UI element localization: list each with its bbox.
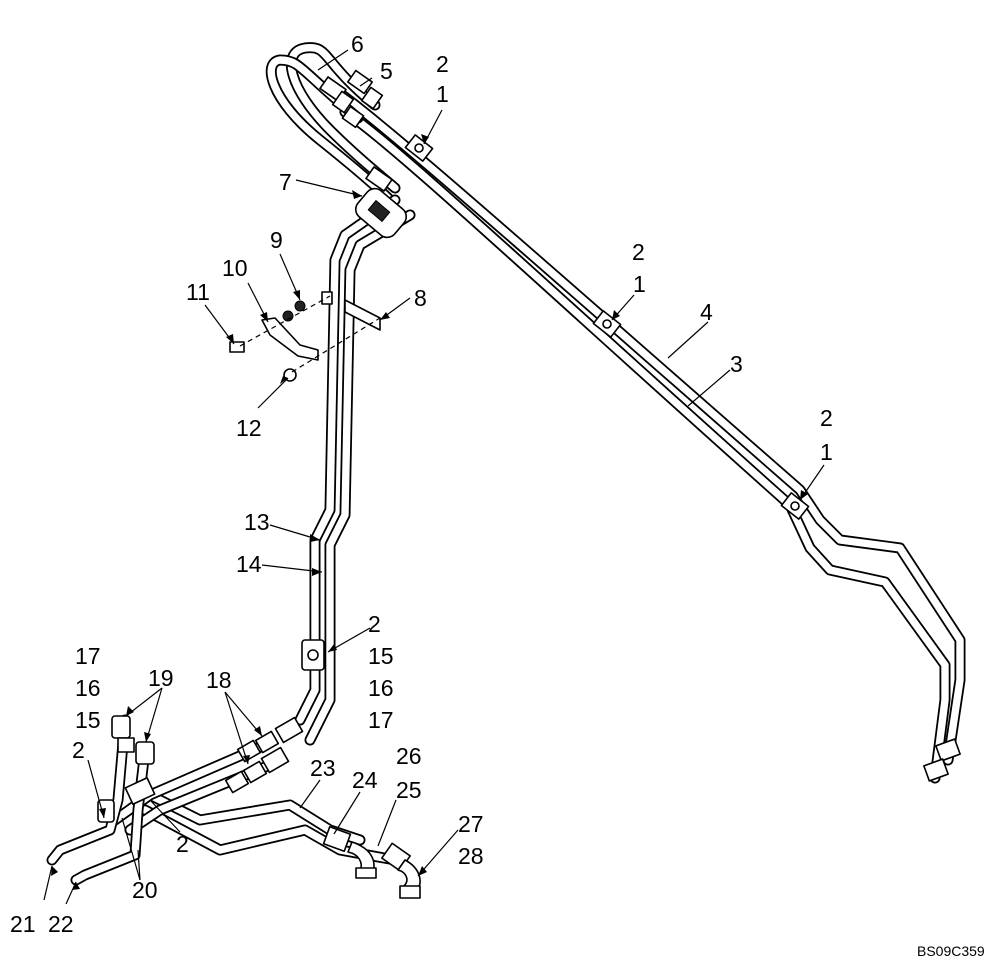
callout-24: 24	[352, 767, 378, 793]
callout-1-mid: 1	[633, 271, 646, 297]
callout-11: 11	[186, 279, 210, 305]
callout-12: 12	[236, 415, 262, 441]
callout-4: 4	[700, 299, 713, 325]
callout-16-right: 16	[368, 675, 394, 701]
callout-26: 26	[396, 743, 422, 769]
callout-10: 10	[222, 255, 248, 281]
callout-6: 6	[351, 31, 364, 57]
tube-14	[304, 209, 416, 746]
fittings-18	[224, 716, 304, 794]
fitting-6	[319, 76, 355, 114]
tube-3	[329, 84, 966, 766]
callout-2-mid: 2	[632, 239, 645, 265]
callout-14: 14	[236, 551, 262, 577]
callout-2-low: 2	[820, 405, 833, 431]
fitting-25	[381, 842, 421, 899]
callout-7: 7	[279, 169, 292, 195]
callout-13: 13	[244, 509, 270, 535]
callout-22: 22	[48, 911, 74, 937]
fitting-5	[341, 69, 384, 129]
tube-5	[285, 42, 401, 194]
fittings-19	[111, 715, 155, 765]
callout-23: 23	[310, 755, 336, 781]
clamp-1-mid	[592, 310, 622, 338]
callout-2-lower-left: 2	[72, 737, 85, 763]
bolt-11	[229, 341, 245, 353]
diagram-code: BS09C359	[917, 943, 985, 959]
fitting-7	[354, 166, 408, 239]
callout-28: 28	[458, 843, 484, 869]
tube-6	[265, 54, 396, 206]
callout-16-left: 16	[75, 675, 101, 701]
callout-27: 27	[458, 811, 484, 837]
nut-9	[282, 300, 306, 322]
clamp-1-top	[404, 134, 434, 162]
callout-15-left: 15	[75, 707, 101, 733]
callout-18: 18	[206, 667, 232, 693]
callout-17-right: 17	[368, 707, 394, 733]
clamp-2-mid	[301, 639, 325, 671]
callout-9: 9	[270, 227, 283, 253]
callout-2-right: 2	[368, 611, 381, 637]
tube-4	[339, 106, 951, 784]
callout-1-low: 1	[820, 439, 833, 465]
callout-5: 5	[380, 58, 393, 84]
leader-arrowheads	[51, 134, 808, 890]
clamp-2-low	[97, 776, 156, 823]
callout-2-top: 2	[436, 51, 449, 77]
callout-8: 8	[414, 285, 427, 311]
callout-25: 25	[396, 777, 422, 803]
tube-21	[46, 714, 131, 866]
callout-19: 19	[148, 665, 174, 691]
callout-20: 20	[132, 877, 158, 903]
callout-17-left: 17	[75, 643, 101, 669]
callout-3: 3	[730, 351, 743, 377]
callout-2-lower-mid: 2	[176, 831, 189, 857]
callout-21: 21	[10, 911, 36, 937]
fitting-end-right	[923, 738, 961, 782]
assembly-line-bolt-11	[239, 295, 331, 347]
tube-13	[294, 194, 401, 726]
fitting-24	[322, 825, 377, 879]
callout-1-top: 1	[436, 81, 449, 107]
callout-15-right: 15	[368, 643, 394, 669]
bracket-10	[261, 317, 319, 361]
callout-labels: 2 1 6 5 7 2 1 4 3 2 1 9 10 11 8 12 13 14…	[10, 31, 833, 937]
